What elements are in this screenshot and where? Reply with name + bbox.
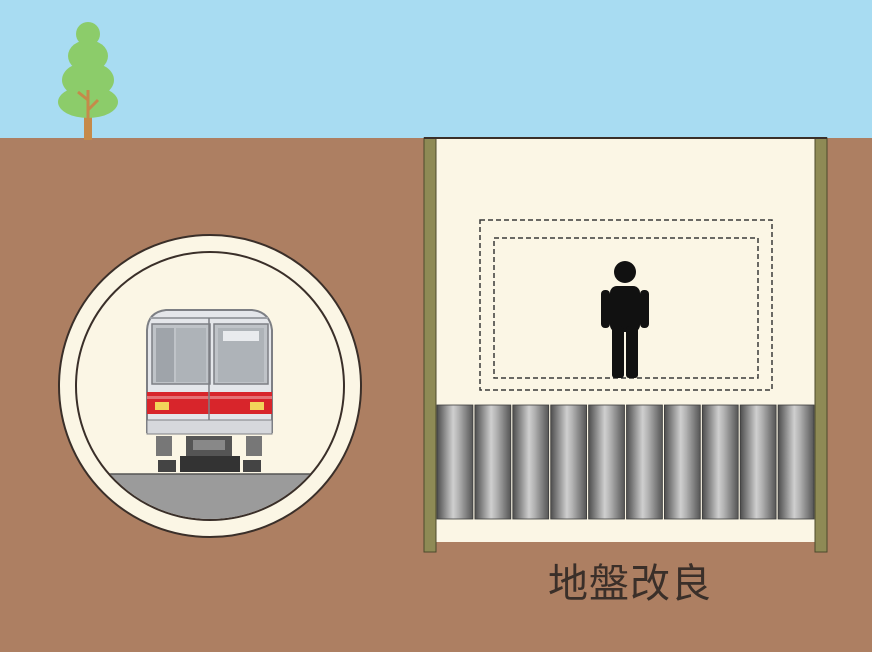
person-icon bbox=[601, 261, 649, 378]
subway-train-icon bbox=[146, 309, 273, 472]
improvement-column bbox=[739, 404, 777, 520]
tree-icon bbox=[58, 22, 118, 140]
improvement-column bbox=[588, 404, 625, 520]
retaining-wall-left bbox=[423, 137, 437, 553]
planned-structure-outer-outline bbox=[479, 219, 773, 391]
planned-structure-inner-outline bbox=[493, 237, 759, 379]
improvement-column bbox=[512, 404, 550, 520]
ground-improvement-columns bbox=[436, 404, 815, 520]
sky bbox=[0, 0, 872, 138]
improvement-column bbox=[701, 404, 739, 520]
improvement-column bbox=[436, 404, 474, 520]
improvement-column bbox=[474, 404, 512, 520]
caption-ground-improvement: 地盤改良 bbox=[548, 561, 712, 607]
retaining-wall-right bbox=[814, 137, 828, 553]
improvement-column bbox=[664, 404, 701, 520]
improvement-column bbox=[777, 404, 815, 520]
improvement-column bbox=[626, 404, 663, 520]
improvement-column bbox=[550, 404, 588, 520]
excavation-pit bbox=[423, 137, 828, 553]
